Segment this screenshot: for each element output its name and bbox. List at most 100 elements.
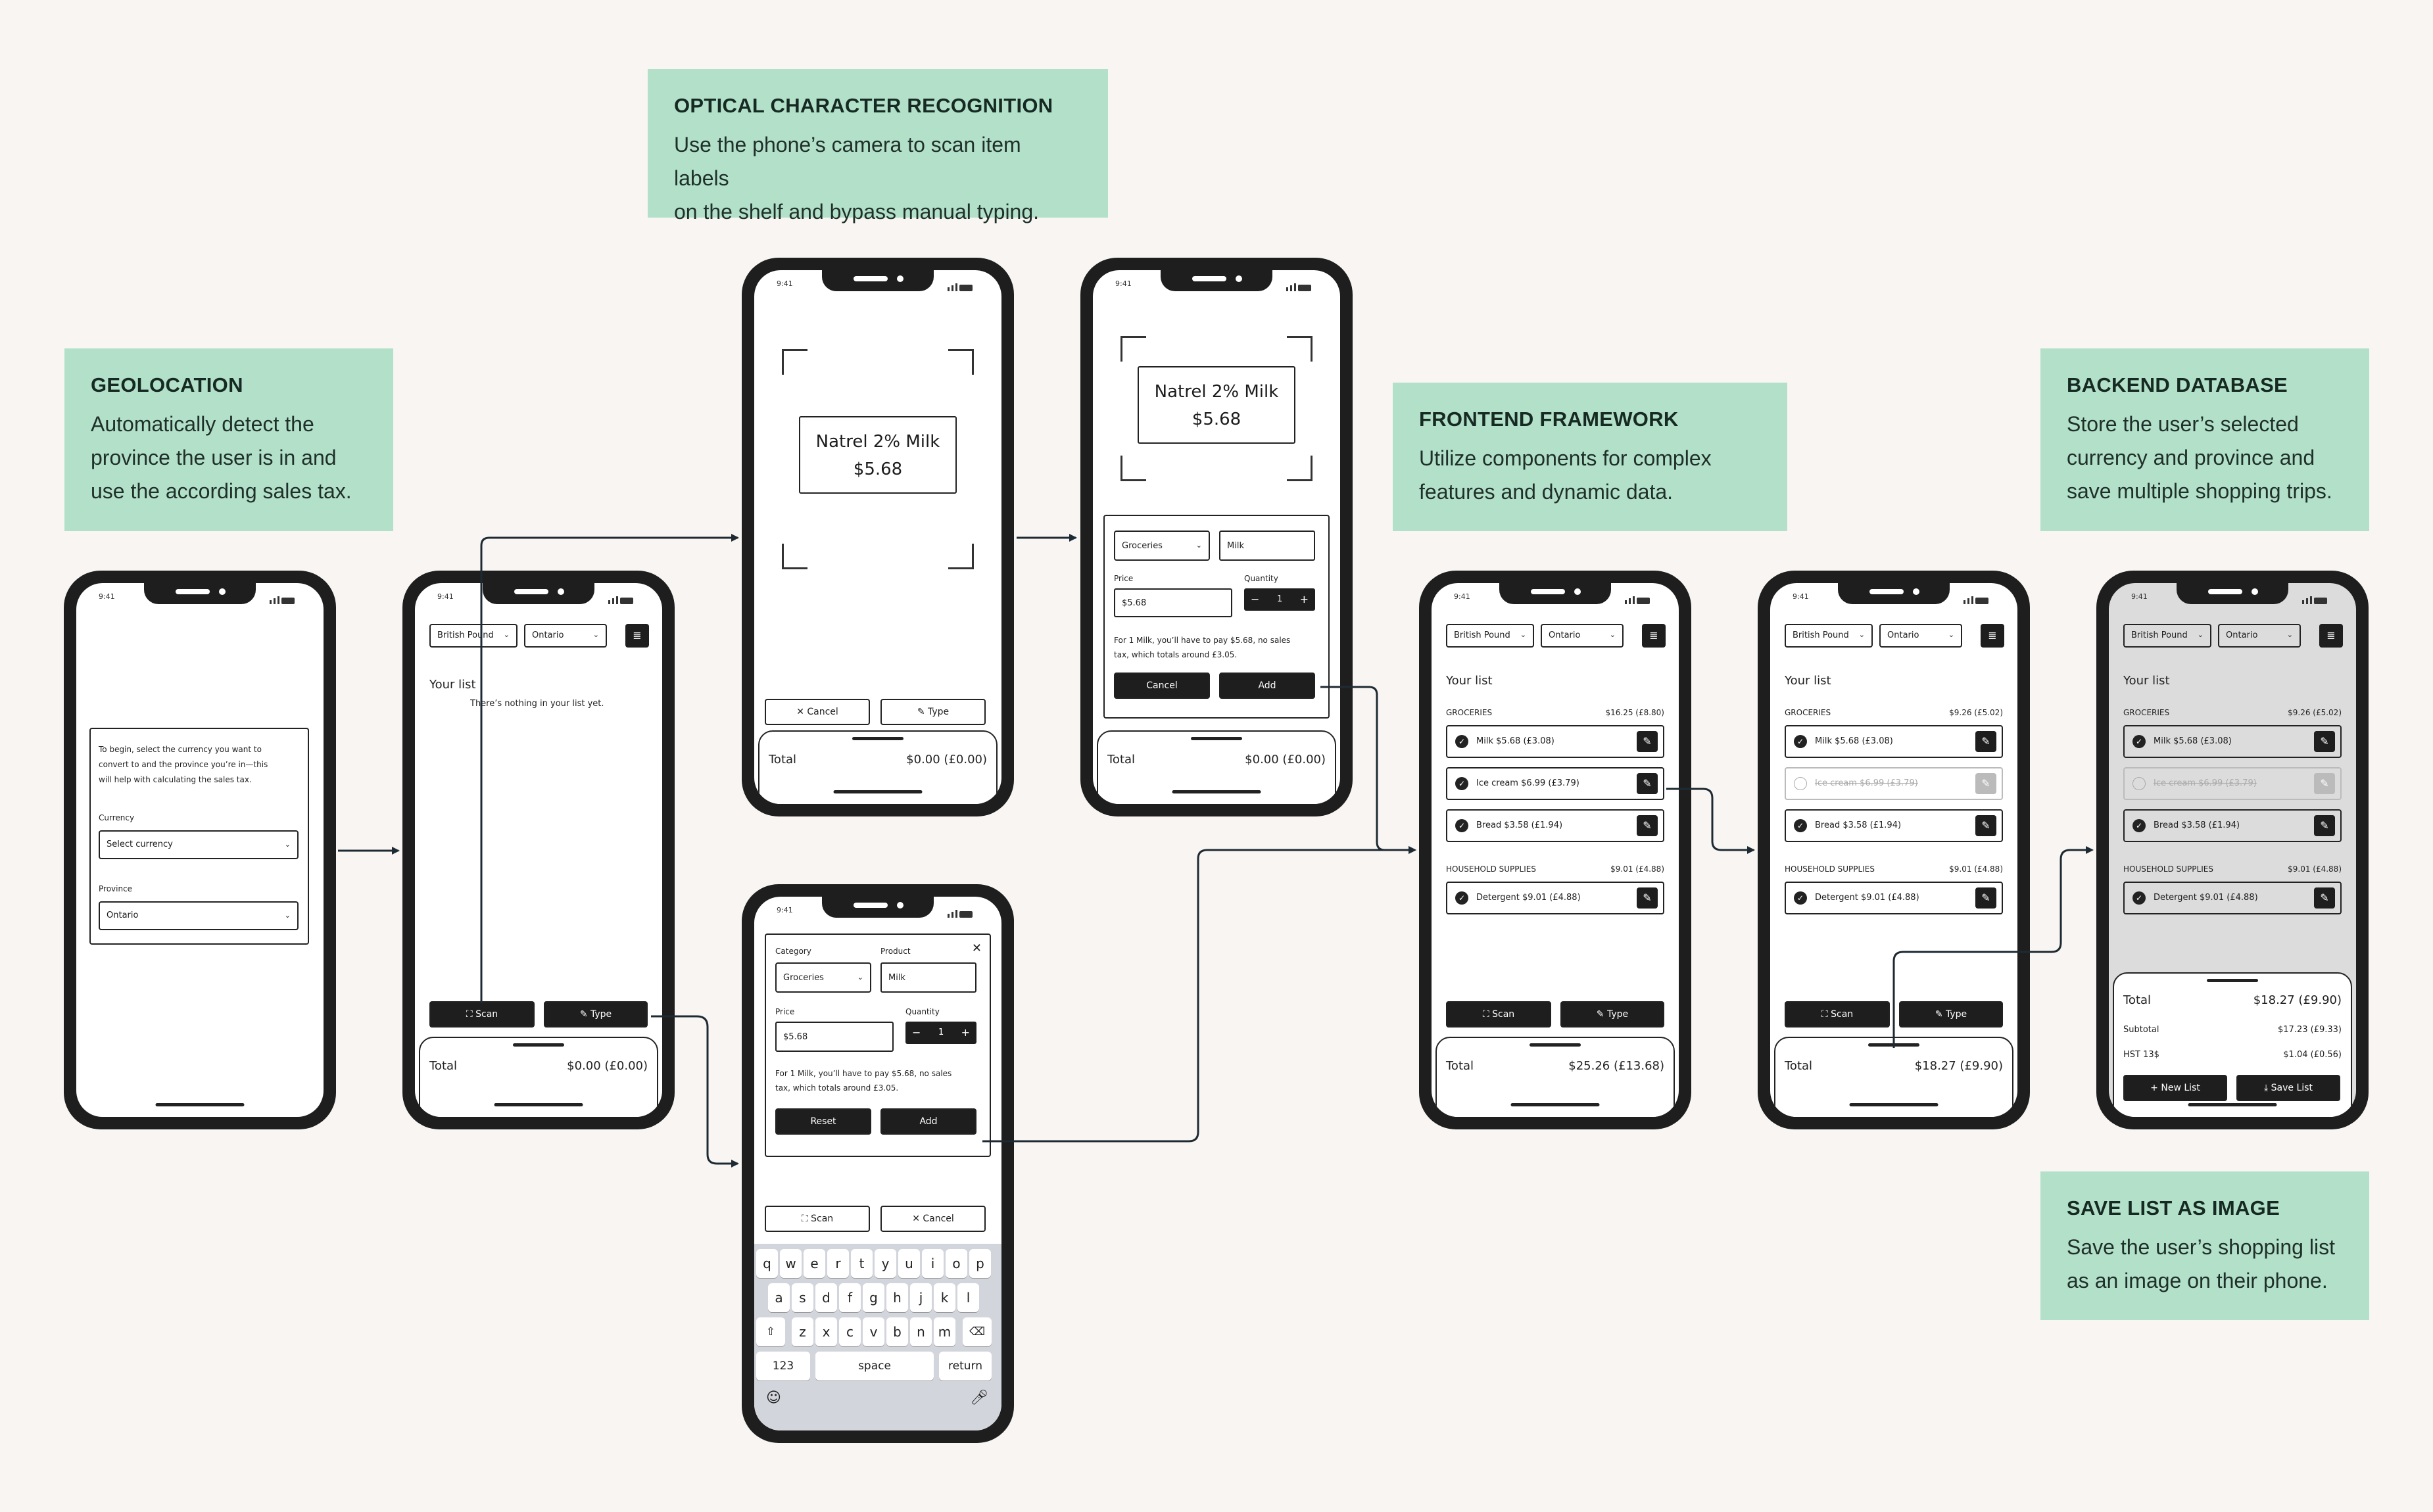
list-item[interactable]: ✓Bread $3.58 (£1.94)✎ (1446, 809, 1664, 842)
pencil-icon[interactable]: ✎ (1975, 731, 1996, 752)
add-button[interactable]: Add (880, 1108, 976, 1135)
emoji-icon[interactable]: ☺ (766, 1390, 781, 1406)
key[interactable]: s (792, 1283, 813, 1312)
pencil-icon[interactable]: ✎ (1975, 773, 1996, 794)
list-icon[interactable]: ≣ (1642, 624, 1666, 648)
sheet-handle[interactable] (852, 737, 903, 740)
list-item[interactable]: ✓Milk $5.68 (£3.08)✎ (2123, 725, 2342, 758)
key[interactable]: e (804, 1249, 825, 1278)
key[interactable]: a (768, 1283, 790, 1312)
sheet-handle[interactable] (513, 1043, 564, 1047)
category-select[interactable]: Groceries⌄ (1114, 531, 1210, 561)
key[interactable]: y (875, 1249, 896, 1278)
pencil-icon[interactable]: ✎ (2314, 773, 2335, 794)
list-item[interactable]: ✓Detergent $9.01 (£4.88)✎ (2123, 882, 2342, 914)
product-input[interactable]: Milk (1219, 531, 1315, 561)
check-icon[interactable]: ✓ (1794, 735, 1807, 748)
province-select[interactable]: Ontario⌄ (99, 901, 299, 930)
list-icon[interactable]: ≣ (1981, 624, 2004, 648)
list-item[interactable]: ✓Detergent $9.01 (£4.88)✎ (1785, 882, 2003, 914)
minus-icon[interactable]: − (1251, 593, 1260, 605)
key[interactable]: k (934, 1283, 955, 1312)
category-select[interactable]: Groceries⌄ (775, 962, 871, 993)
cancel-button[interactable]: Cancel (1114, 673, 1210, 699)
new-list-button[interactable]: + New List (2123, 1075, 2227, 1101)
return-key[interactable]: return (939, 1352, 992, 1381)
key[interactable]: w (780, 1249, 802, 1278)
quantity-stepper[interactable]: − 1 + (1244, 588, 1315, 611)
check-icon[interactable]: ✓ (2132, 819, 2146, 832)
scan-button[interactable]: ⛶ Scan (1785, 1001, 1890, 1028)
sheet-handle[interactable] (1191, 737, 1242, 740)
province-dropdown[interactable]: Ontario⌄ (1879, 624, 1962, 648)
microphone-icon[interactable]: 🎤︎ (970, 1390, 988, 1406)
space-key[interactable]: space (815, 1352, 934, 1381)
key[interactable]: j (910, 1283, 932, 1312)
numbers-key[interactable]: 123 (756, 1352, 810, 1381)
pencil-icon[interactable]: ✎ (1637, 887, 1658, 909)
pencil-icon[interactable]: ✎ (1637, 773, 1658, 794)
list-item[interactable]: ✓Bread $3.58 (£1.94)✎ (2123, 809, 2342, 842)
key[interactable]: h (886, 1283, 908, 1312)
key[interactable]: t (851, 1249, 873, 1278)
currency-dropdown[interactable]: British Pound⌄ (429, 624, 518, 648)
plus-icon[interactable]: + (1299, 593, 1309, 605)
type-button[interactable]: ✎ Type (1560, 1001, 1664, 1028)
scan-button[interactable]: ⛶ Scan (765, 1206, 870, 1232)
key[interactable]: l (957, 1283, 979, 1312)
list-item-unchecked[interactable]: ✓Ice cream $6.99 (£3.79)✎ (2123, 767, 2342, 800)
type-button[interactable]: ✎ Type (544, 1001, 648, 1028)
currency-select[interactable]: Select currency⌄ (99, 830, 299, 859)
minus-icon[interactable]: − (912, 1026, 921, 1039)
pencil-icon[interactable]: ✎ (1975, 815, 1996, 836)
plus-icon[interactable]: + (961, 1026, 970, 1039)
shift-key[interactable]: ⇧ (756, 1317, 785, 1346)
type-button[interactable]: ✎ Type (880, 699, 986, 725)
list-item[interactable]: ✓Milk $5.68 (£3.08)✎ (1785, 725, 2003, 758)
list-icon[interactable]: ≣ (2319, 624, 2343, 648)
quantity-stepper[interactable]: − 1 + (905, 1022, 976, 1044)
province-dropdown[interactable]: Ontario⌄ (2218, 624, 2301, 648)
scan-button[interactable]: ⛶ Scan (429, 1001, 535, 1028)
key[interactable]: m (934, 1317, 955, 1346)
check-icon[interactable]: ✓ (1794, 891, 1807, 905)
check-icon[interactable]: ✓ (1455, 777, 1468, 790)
key[interactable]: g (863, 1283, 884, 1312)
key[interactable]: q (756, 1249, 778, 1278)
pencil-icon[interactable]: ✎ (2314, 731, 2335, 752)
province-dropdown[interactable]: Ontario⌄ (524, 624, 607, 648)
save-list-button[interactable]: ⤓ Save List (2236, 1075, 2340, 1101)
key[interactable]: v (863, 1317, 884, 1346)
list-item[interactable]: ✓Bread $3.58 (£1.94)✎ (1785, 809, 2003, 842)
type-button[interactable]: ✎ Type (1899, 1001, 2003, 1028)
key[interactable]: f (839, 1283, 861, 1312)
key[interactable]: n (910, 1317, 932, 1346)
unchecked-circle-icon[interactable]: ✓ (2132, 777, 2146, 790)
key[interactable]: u (898, 1249, 920, 1278)
scan-button[interactable]: ⛶ Scan (1446, 1001, 1551, 1028)
key[interactable]: d (815, 1283, 837, 1312)
key[interactable]: b (886, 1317, 908, 1346)
sheet-handle[interactable] (1530, 1043, 1581, 1047)
key[interactable]: x (815, 1317, 837, 1346)
key[interactable]: z (792, 1317, 813, 1346)
check-icon[interactable]: ✓ (1455, 819, 1468, 832)
cancel-button[interactable]: ✕ Cancel (880, 1206, 986, 1232)
currency-dropdown[interactable]: British Pound⌄ (1446, 624, 1534, 648)
currency-dropdown[interactable]: British Pound⌄ (2123, 624, 2211, 648)
reset-button[interactable]: Reset (775, 1108, 871, 1135)
check-icon[interactable]: ✓ (1794, 819, 1807, 832)
price-input[interactable]: $5.68 (775, 1022, 894, 1052)
key[interactable]: o (946, 1249, 967, 1278)
key[interactable]: p (969, 1249, 991, 1278)
province-dropdown[interactable]: Ontario⌄ (1541, 624, 1624, 648)
product-input[interactable]: Milk (880, 962, 976, 993)
list-item[interactable]: ✓Milk $5.68 (£3.08)✎ (1446, 725, 1664, 758)
list-item-unchecked[interactable]: ✓Ice cream $6.99 (£3.79)✎ (1785, 767, 2003, 800)
list-icon[interactable]: ≣ (625, 624, 649, 648)
pencil-icon[interactable]: ✎ (1637, 731, 1658, 752)
key[interactable]: i (922, 1249, 944, 1278)
cancel-button[interactable]: ✕ Cancel (765, 699, 870, 725)
backspace-key[interactable]: ⌫ (963, 1317, 992, 1346)
list-item[interactable]: ✓Detergent $9.01 (£4.88)✎ (1446, 882, 1664, 914)
